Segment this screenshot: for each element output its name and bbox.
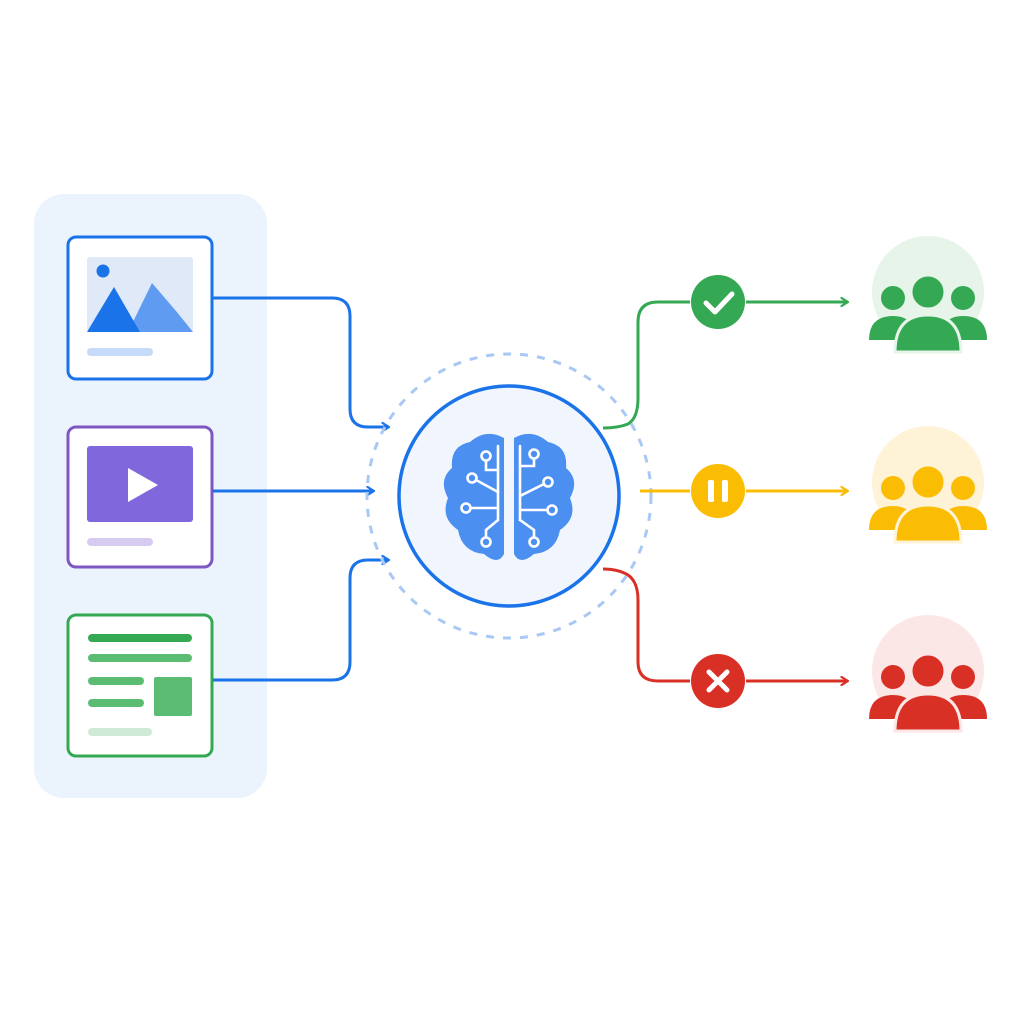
image-icon <box>87 257 193 332</box>
processing-halo <box>365 352 653 640</box>
video-input-card <box>66 425 214 569</box>
image-to-brain-connector <box>213 296 389 427</box>
rejected-audience <box>869 615 987 733</box>
text-input-card <box>66 613 214 758</box>
brain-to-rejected-connector <box>602 567 690 683</box>
caption-line <box>87 348 153 356</box>
processing-hub <box>397 384 621 608</box>
approved-status-badge <box>691 275 745 329</box>
caption-line <box>87 538 153 546</box>
brain-to-approved-connector <box>602 300 690 430</box>
people-group-icon <box>869 273 987 354</box>
text-to-brain-connector <box>213 560 389 682</box>
image-input-card <box>66 235 214 381</box>
paused-status-badge <box>691 464 745 518</box>
text-document-icon <box>88 634 192 736</box>
people-group-icon <box>869 463 987 544</box>
people-group-icon <box>869 652 987 733</box>
brain-circuit-icon <box>443 433 575 560</box>
paused-audience <box>869 426 987 544</box>
rejected-status-badge <box>691 654 745 708</box>
close-icon <box>706 669 730 693</box>
play-icon <box>87 446 193 522</box>
pause-icon <box>708 480 728 502</box>
check-icon <box>703 291 735 315</box>
approved-audience <box>869 236 987 354</box>
